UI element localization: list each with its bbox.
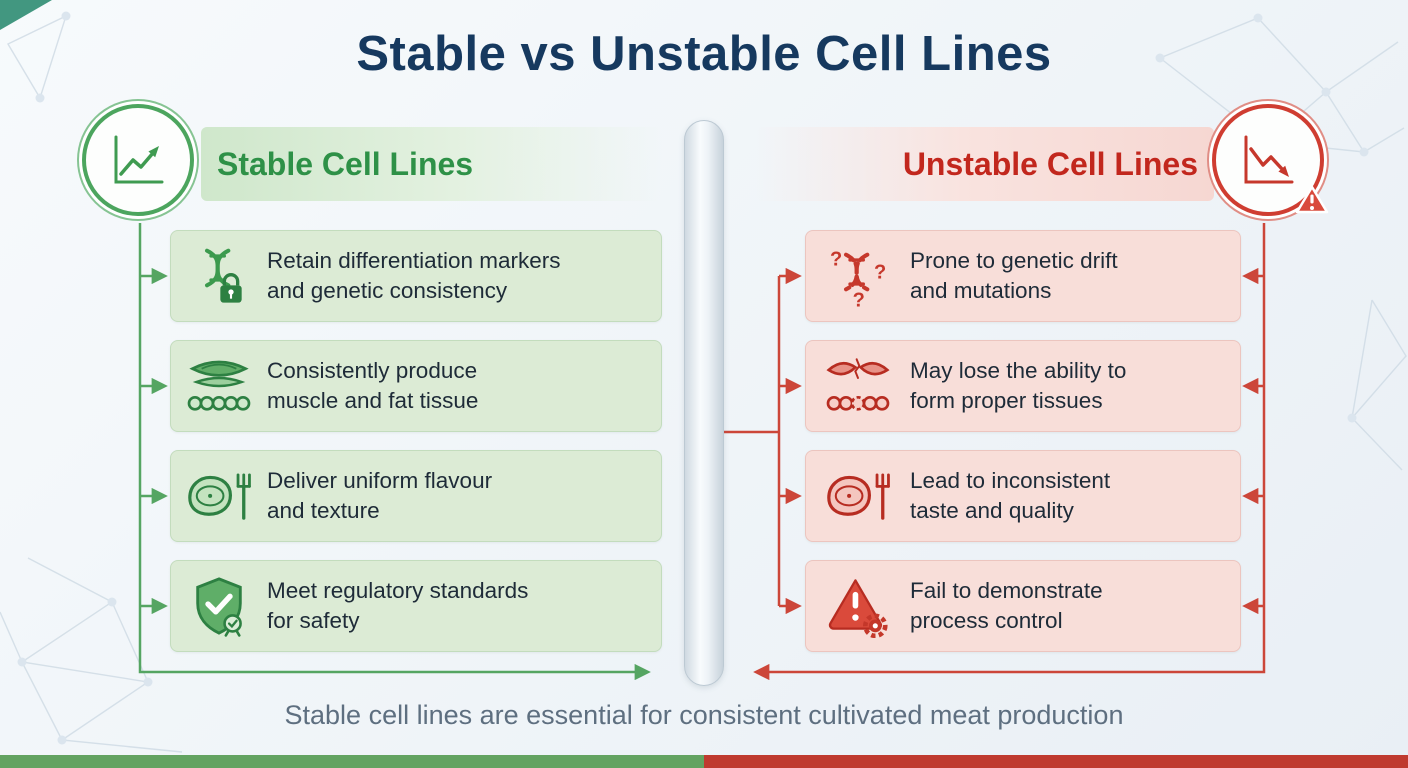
page-title: Stable vs Unstable Cell Lines <box>356 27 1052 81</box>
unstable-header: Unstable Cell Lines <box>756 127 1214 201</box>
muscle-fat-tissue-icon <box>171 354 267 418</box>
stable-item-1: Retain differentiation markers and genet… <box>170 230 662 322</box>
broken-tissue-icon <box>806 354 910 418</box>
bottom-bar-green <box>0 755 704 768</box>
shield-check-icon <box>171 575 267 637</box>
stable-item-3-text: Deliver uniform flavour and texture <box>267 468 493 523</box>
stable-badge <box>82 104 194 216</box>
stable-item-3: Deliver uniform flavour and texture <box>170 450 662 542</box>
stable-item-4: Meet regulatory standards for safety <box>170 560 662 652</box>
steak-fork-red-icon <box>806 466 910 527</box>
footer-caption: Stable cell lines are essential for cons… <box>284 700 1124 730</box>
bottom-bar-red <box>704 755 1408 768</box>
unstable-item-3-text: Lead to inconsistent taste and quality <box>910 468 1111 523</box>
svg-text:?: ? <box>853 290 865 308</box>
unstable-item-2: May lose the ability to form proper tiss… <box>805 340 1241 432</box>
unstable-item-4-text: Fail to demonstrate process control <box>910 578 1103 633</box>
unstable-header-label: Unstable Cell Lines <box>902 145 1198 182</box>
center-divider <box>684 120 724 686</box>
dna-question-icon: ??? <box>806 244 910 308</box>
stable-item-2-text: Consistently produce muscle and fat tiss… <box>267 358 479 413</box>
unstable-item-4: Fail to demonstrate process control <box>805 560 1241 652</box>
svg-text:?: ? <box>830 248 842 270</box>
unstable-item-2-text: May lose the ability to form proper tiss… <box>910 358 1127 413</box>
stable-item-4-text: Meet regulatory standards for safety <box>267 578 529 633</box>
unstable-item-3: Lead to inconsistent taste and quality <box>805 450 1241 542</box>
unstable-item-1-text: Prone to genetic drift and mutations <box>910 248 1118 303</box>
stable-item-1-text: Retain differentiation markers and genet… <box>267 248 561 303</box>
warning-triangle-icon <box>1295 185 1329 214</box>
warning-gear-icon <box>806 574 910 638</box>
dna-lock-icon <box>171 244 267 308</box>
growth-chart-icon <box>114 135 164 184</box>
unstable-badge <box>1212 104 1329 216</box>
bottom-bar <box>0 755 1408 768</box>
declining-chart-warning-icon <box>1244 135 1294 184</box>
unstable-item-1: ??? Prone to genetic drift and mutations <box>805 230 1241 322</box>
stable-header-label: Stable Cell Lines <box>217 145 474 182</box>
stable-header: Stable Cell Lines <box>201 127 662 201</box>
svg-text:?: ? <box>874 262 886 284</box>
stable-item-2: Consistently produce muscle and fat tiss… <box>170 340 662 432</box>
steak-fork-icon <box>171 466 267 527</box>
